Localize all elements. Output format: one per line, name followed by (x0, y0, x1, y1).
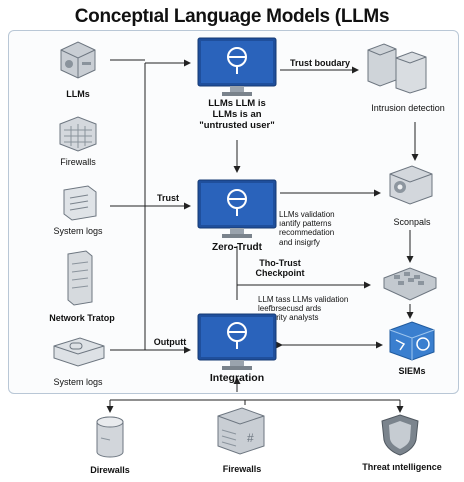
edge-label-trust: Trust (156, 193, 179, 203)
monitor2-caption: Zero-Trudt (212, 242, 262, 253)
checkpoint-label: Tho-Trust Checkpoint (255, 258, 305, 279)
tower-server-icon (67, 250, 93, 306)
left-label-system-logs: System logs (53, 226, 103, 236)
server-cube-icon (60, 41, 96, 79)
monitor3-caption: Integration (209, 372, 265, 384)
device-box-icon (53, 337, 105, 367)
monitor-zero-trust-icon (197, 179, 277, 238)
right-label-intrusion: Intrusion detection (371, 103, 445, 113)
siem-cube-icon (389, 321, 435, 361)
left-label-firewalls: Firewalls (60, 157, 96, 167)
edge-label-output: Outputt (153, 337, 187, 347)
left-label-system-logs-2: System logs (53, 377, 103, 387)
left-label-network: Network Tratop (49, 313, 115, 323)
cylinder-server-icon (96, 416, 124, 458)
storage-cubes-icon (367, 43, 427, 94)
shield-icon (381, 414, 419, 456)
monitor-integration-icon (197, 313, 277, 370)
svg-text:#: # (247, 431, 254, 445)
right-label-siems: SIEMs (398, 366, 426, 376)
monitor2-note: LLMs validation ıantify patterns recomme… (279, 210, 335, 247)
scanner-box-icon (389, 165, 433, 205)
bottom-label-firewalls: Firewalls (222, 464, 262, 474)
bottom-label-direwalls: Direwalls (90, 465, 130, 475)
log-box-icon (63, 185, 97, 221)
left-label-llms: LLMs (66, 89, 90, 99)
edge-label-trust-boundary: Trust boudary (289, 58, 350, 68)
monitor1-caption: LLMs LLM is LLMs is an "untrusted user" (199, 98, 275, 131)
grid-panel-icon (383, 267, 437, 301)
right-label-sconpals: Sconpals (393, 217, 431, 227)
page-title: Conceptıal Language Models (LLMs (74, 6, 390, 27)
bottom-label-threat: Threat ıntelligence (362, 462, 442, 472)
monitor-llm-icon (197, 37, 277, 96)
firewall-grid-icon (59, 116, 97, 152)
server-rack-icon: # (217, 407, 265, 455)
